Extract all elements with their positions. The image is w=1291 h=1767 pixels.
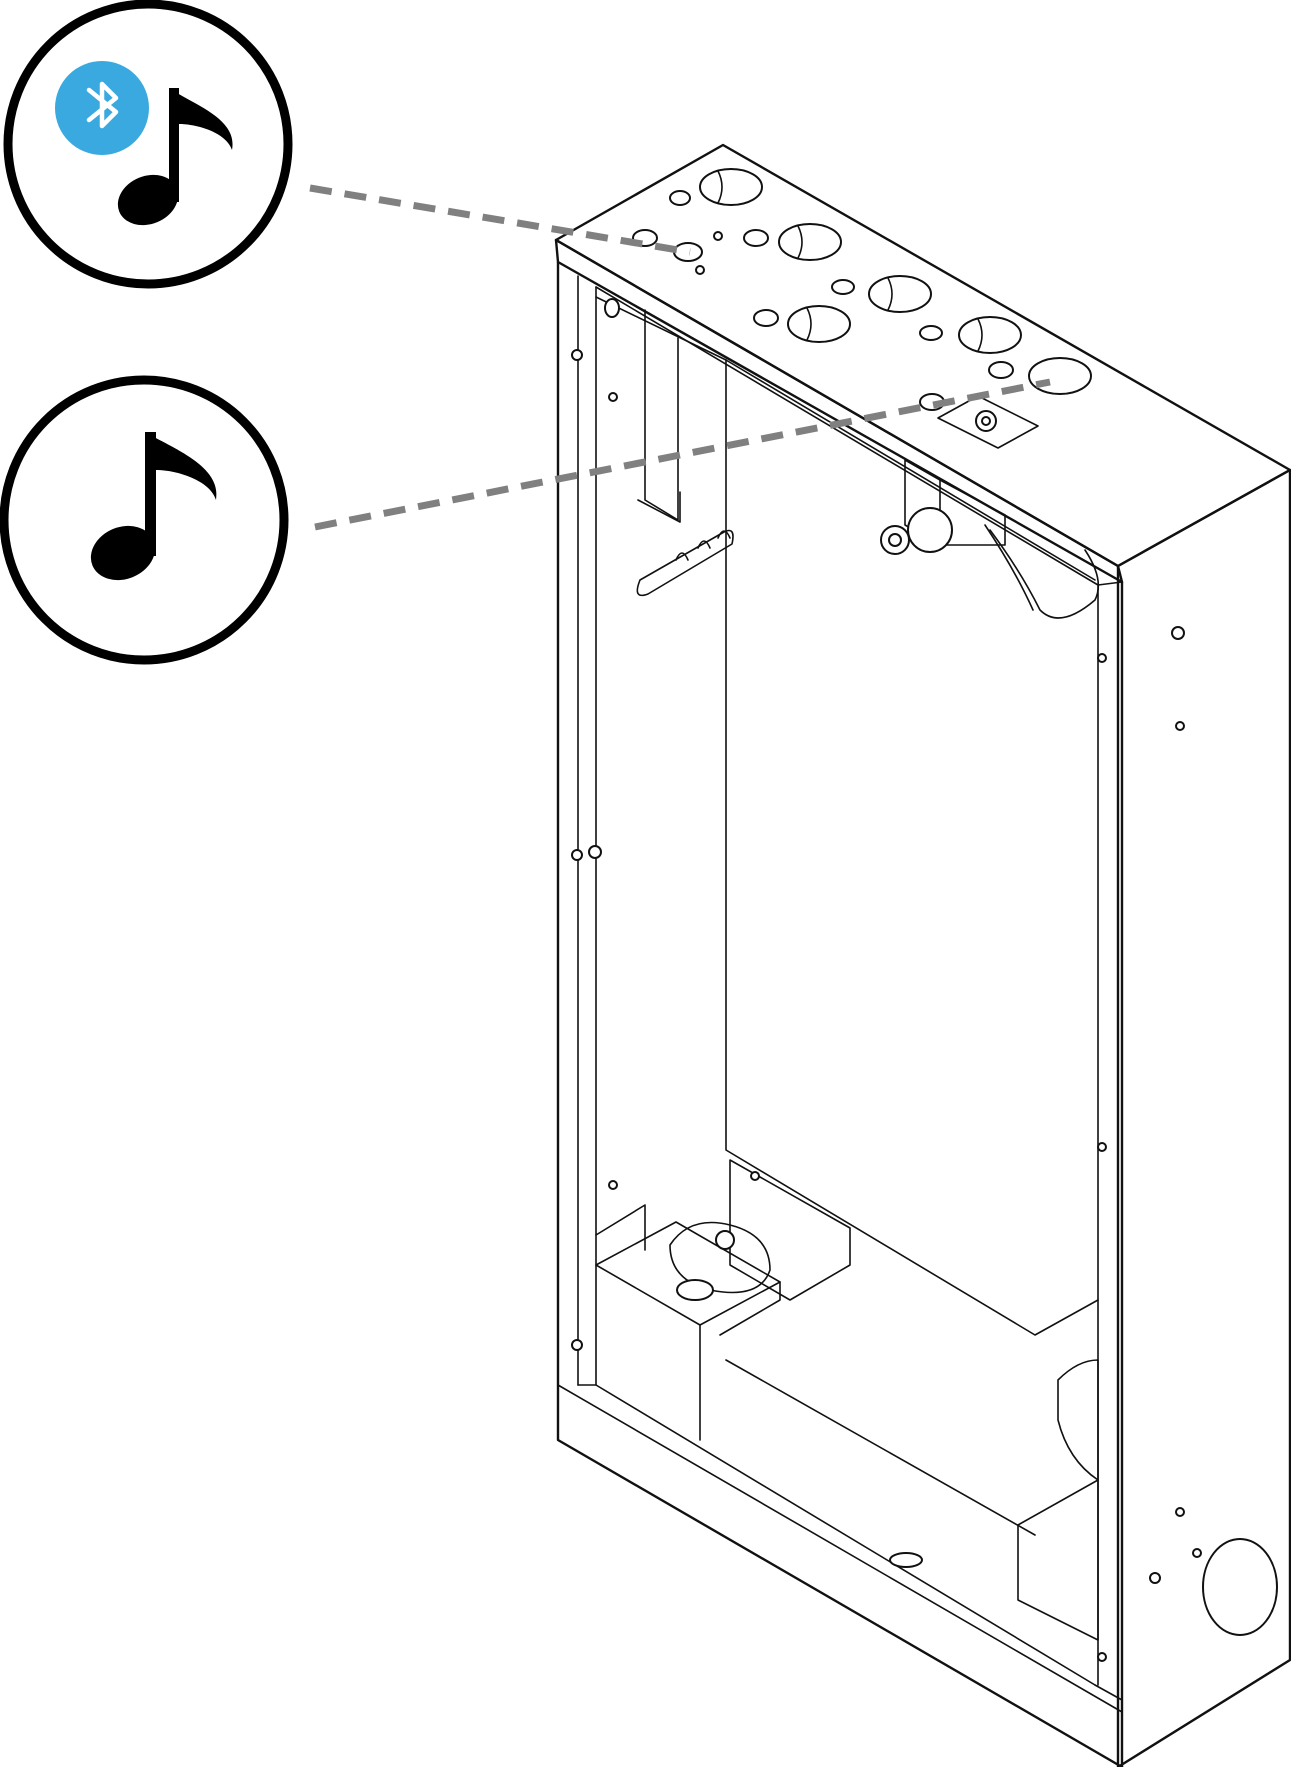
music-note-icon — [90, 432, 217, 581]
music-note-icon — [117, 88, 233, 226]
callout-ring — [0, 375, 289, 665]
leader-line-wired — [314, 378, 1051, 531]
leader-lines — [309, 184, 1051, 531]
bluetooth-icon — [55, 61, 149, 155]
leader-line-bluetooth — [309, 184, 691, 256]
callout-wired-audio — [0, 375, 289, 665]
callout-bluetooth-audio — [3, 0, 293, 289]
wall-enclosure-backbox-icon — [554, 143, 1291, 1767]
callout-ring — [3, 0, 293, 289]
